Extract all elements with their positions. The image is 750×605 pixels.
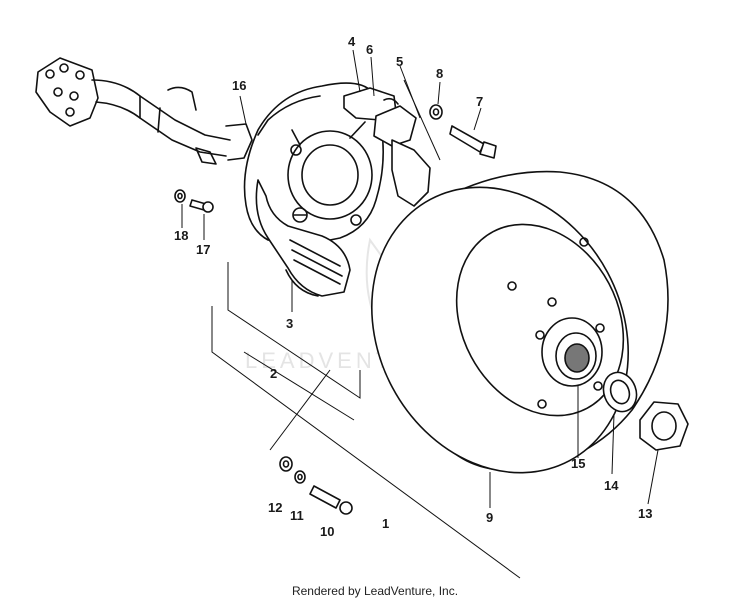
callout-9: 9 [486,510,493,525]
washer-8 [429,104,443,120]
callouts: 4 6 5 8 7 16 18 17 3 2 15 14 13 9 1 12 1… [174,34,652,539]
callout-13: 13 [638,506,652,521]
lead-wire-assembly [35,57,253,165]
callout-15: 15 [571,456,585,471]
callout-6: 6 [366,42,373,57]
callout-10: 10 [320,524,334,539]
callout-1: 1 [382,516,389,531]
contact-breaker-assembly [343,87,431,207]
callout-16: 16 [232,78,246,93]
ignition-coil [255,179,351,297]
washer-18 [174,189,186,203]
stator-base-plate [243,82,384,247]
callout-12: 12 [268,500,282,515]
washer-14 [602,371,638,413]
screw-17 [189,199,214,213]
callout-8: 8 [436,66,443,81]
callout-11: 11 [290,508,304,523]
callout-14: 14 [604,478,619,493]
lock-washer-11 [294,470,306,484]
callout-17: 17 [196,242,210,257]
nut-13 [639,401,689,451]
leader-lines [181,49,659,579]
callout-2: 2 [270,366,277,381]
footer-credit: Rendered by LeadVenture, Inc. [291,584,459,598]
screw-10 [309,485,353,515]
callout-3: 3 [286,316,293,331]
callout-7: 7 [476,94,483,109]
callout-5: 5 [396,54,403,69]
callout-4: 4 [348,34,356,49]
screw-7 [449,125,497,159]
washer-12 [279,456,293,472]
callout-18: 18 [174,228,188,243]
